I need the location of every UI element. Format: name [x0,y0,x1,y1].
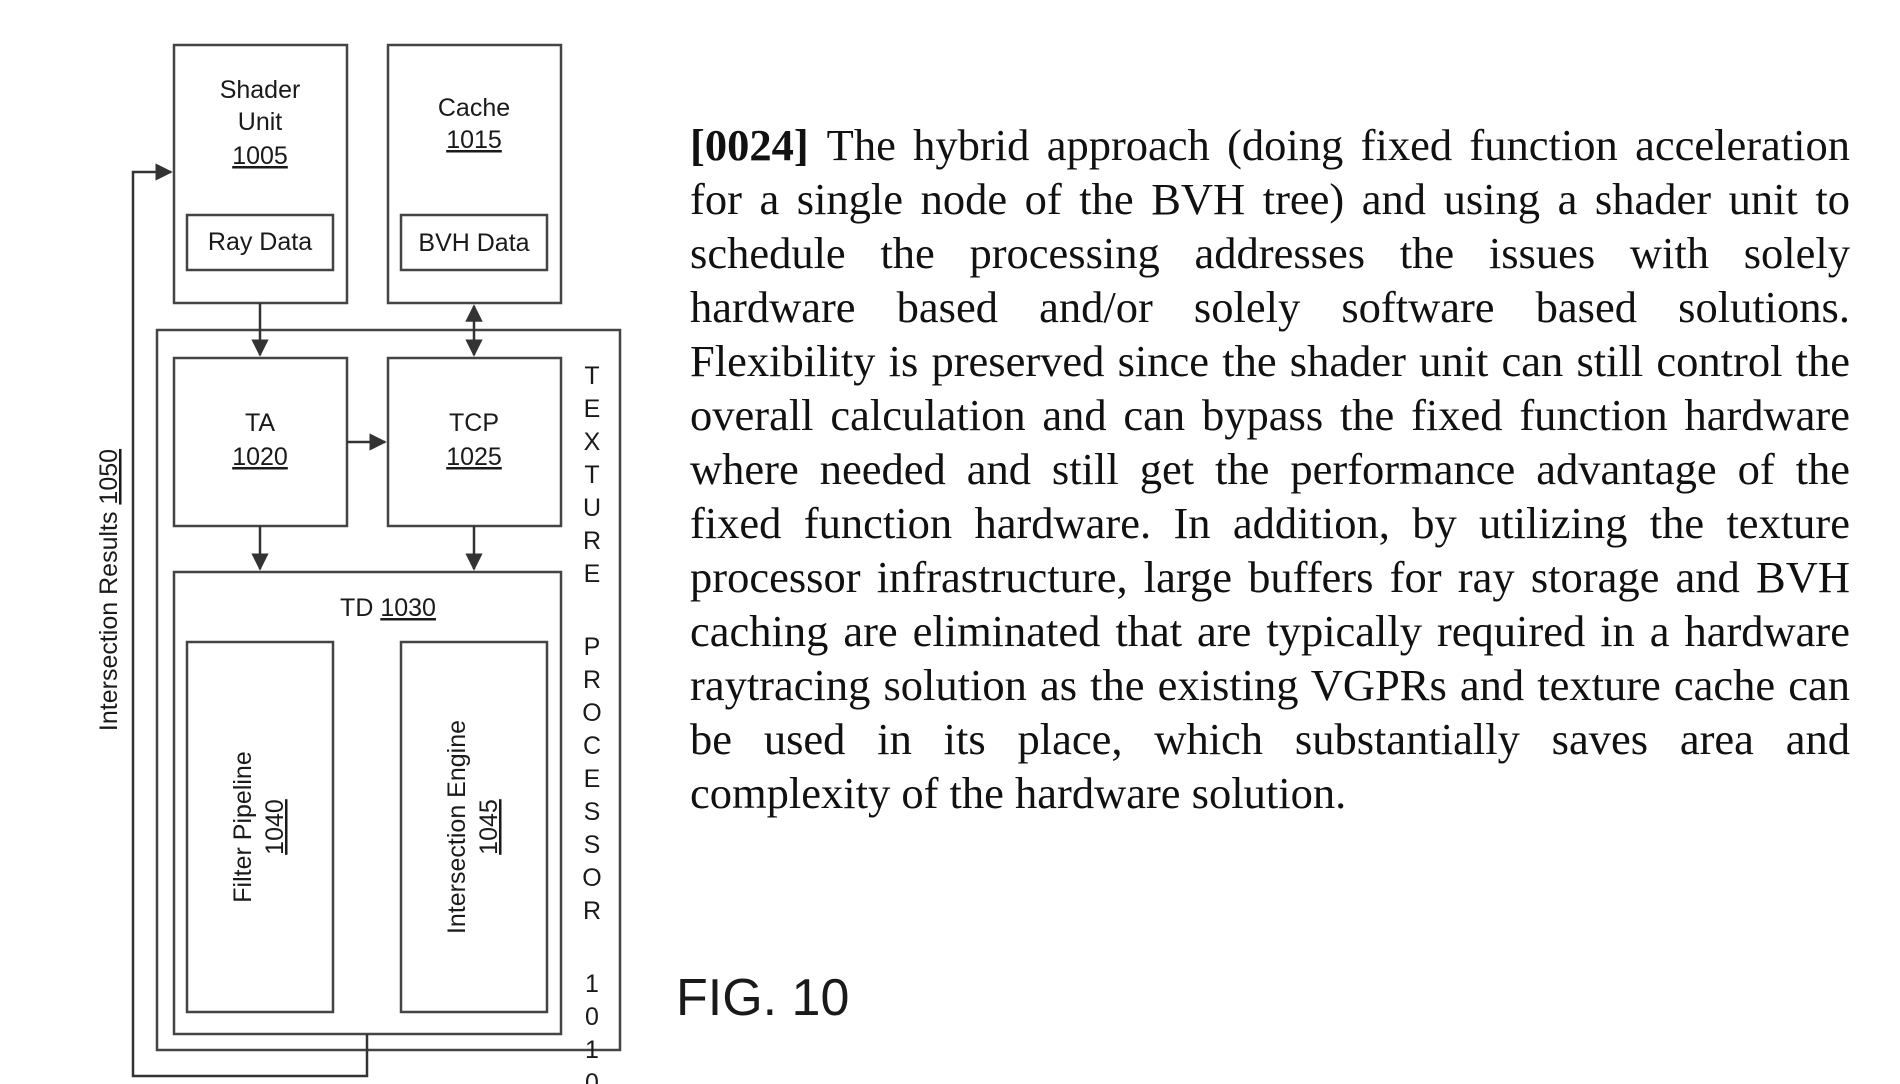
intersection-results-label: Intersection Results 1050 [95,449,123,731]
bvh-data-box [399,213,549,272]
texture-processor-letter: X [584,428,601,456]
ta-box [172,356,349,528]
texture-processor-box [155,328,622,1052]
paragraph-number: [0024] [690,120,809,170]
intersection-results-feedback-line [131,163,369,1078]
cache-box [386,43,563,305]
ta-label: TA [245,409,275,437]
ray-data-box [185,213,335,272]
texture-processor-letter: E [584,560,601,588]
texture-processor-letter: R [583,897,601,925]
texture-processor-letter: U [583,494,601,522]
ray-data-label: Ray Data [208,228,312,256]
texture-processor-letter: 1 [585,970,599,998]
filter-pipeline-box [185,640,335,1014]
texture-processor-letter: 0 [585,1069,599,1084]
filter-pipeline-label: Filter Pipeline [229,751,257,902]
shader-unit-label-2: Unit [238,108,283,136]
ta-ref: 1020 [232,443,288,471]
cache-label: Cache [438,94,510,122]
tcp-label: TCP [449,409,499,437]
filter-pipeline-ref: 1040 [261,799,289,855]
description-paragraph: [0024]The hybrid approach (doing fixed f… [690,118,1850,820]
texture-processor-letter: P [584,633,601,661]
bvh-data-label: BVH Data [418,229,529,257]
texture-processor-letter: E [584,395,601,423]
shader-unit-label-1: Shader [220,76,301,104]
texture-processor-letter: E [584,765,601,793]
texture-processor-letter: 1 [585,1036,599,1064]
fig10-block-diagram: Shader Unit 1005 Ray Data Cache 1015 BVH… [0,0,700,1084]
texture-processor-letter: C [583,732,601,760]
tcp-box [386,356,563,528]
figure-caption: FIG. 10 [676,969,850,1027]
cache-ref: 1015 [446,126,502,154]
texture-processor-letter: R [583,527,601,555]
shader-unit-ref: 1005 [232,142,288,170]
texture-processor-letter: O [582,864,601,892]
texture-processor-letter: 0 [585,1003,599,1031]
texture-processor-letter: S [584,798,601,826]
intersection-engine-ref: 1045 [475,799,503,855]
texture-processor-letter: S [584,831,601,859]
texture-processor-letter: R [583,666,601,694]
td-label: TD 1030 [340,594,436,622]
paragraph-text: The hybrid approach (doing fixed functio… [690,120,1850,818]
texture-processor-letter: T [584,362,599,390]
intersection-engine-box [399,640,549,1014]
texture-processor-letter: O [582,699,601,727]
texture-processor-letter: T [584,461,599,489]
tcp-ref: 1025 [446,443,502,471]
intersection-engine-label: Intersection Engine [443,720,471,934]
